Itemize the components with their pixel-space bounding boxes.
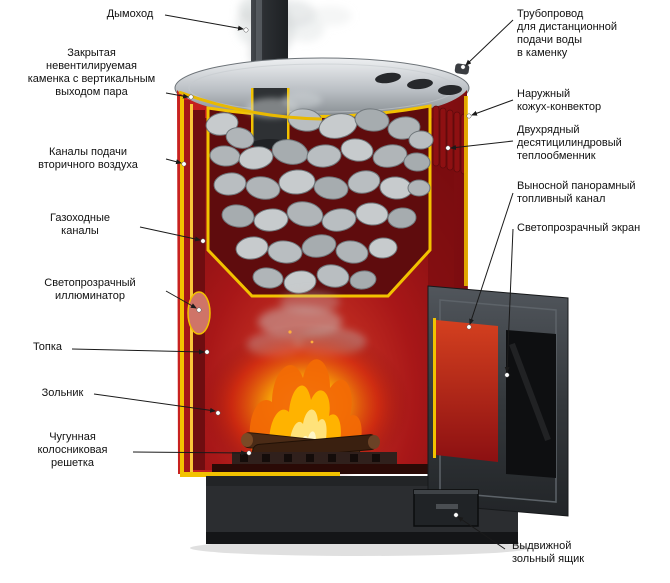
leader-ash-drawer (457, 516, 506, 550)
fuel-channel-tunnel (436, 320, 498, 462)
leader-illuminator (165, 290, 197, 309)
illuminator-window (187, 291, 211, 335)
leader-water-pipe (465, 19, 514, 66)
leader-heat-exchanger (450, 140, 514, 150)
ash-drawer (413, 489, 479, 527)
stones (205, 108, 434, 294)
leader-fuel-channel (469, 192, 514, 325)
leader-chimney (164, 14, 244, 31)
pointer-dots (181, 27, 510, 518)
cut-edges (178, 90, 468, 477)
fuel-channel-door (427, 285, 569, 517)
leader-stone-chamber (165, 92, 189, 99)
top-vent (438, 84, 462, 96)
leader-lines (71, 14, 514, 550)
leader-ash-pan (93, 393, 216, 413)
leader-gas-ducts (139, 226, 201, 242)
leader-firebox (71, 348, 205, 355)
ash-zone (212, 464, 452, 474)
steam-top (246, 92, 322, 118)
grate (212, 452, 452, 474)
leader-grate (132, 450, 247, 456)
top-vent (407, 78, 433, 90)
leader-outer-casing (471, 99, 514, 116)
leader-secondary-air (165, 158, 182, 165)
top-vent (375, 72, 401, 84)
heat-exchanger (432, 105, 468, 175)
leader-screen (504, 228, 514, 373)
glass-screen (506, 330, 556, 478)
